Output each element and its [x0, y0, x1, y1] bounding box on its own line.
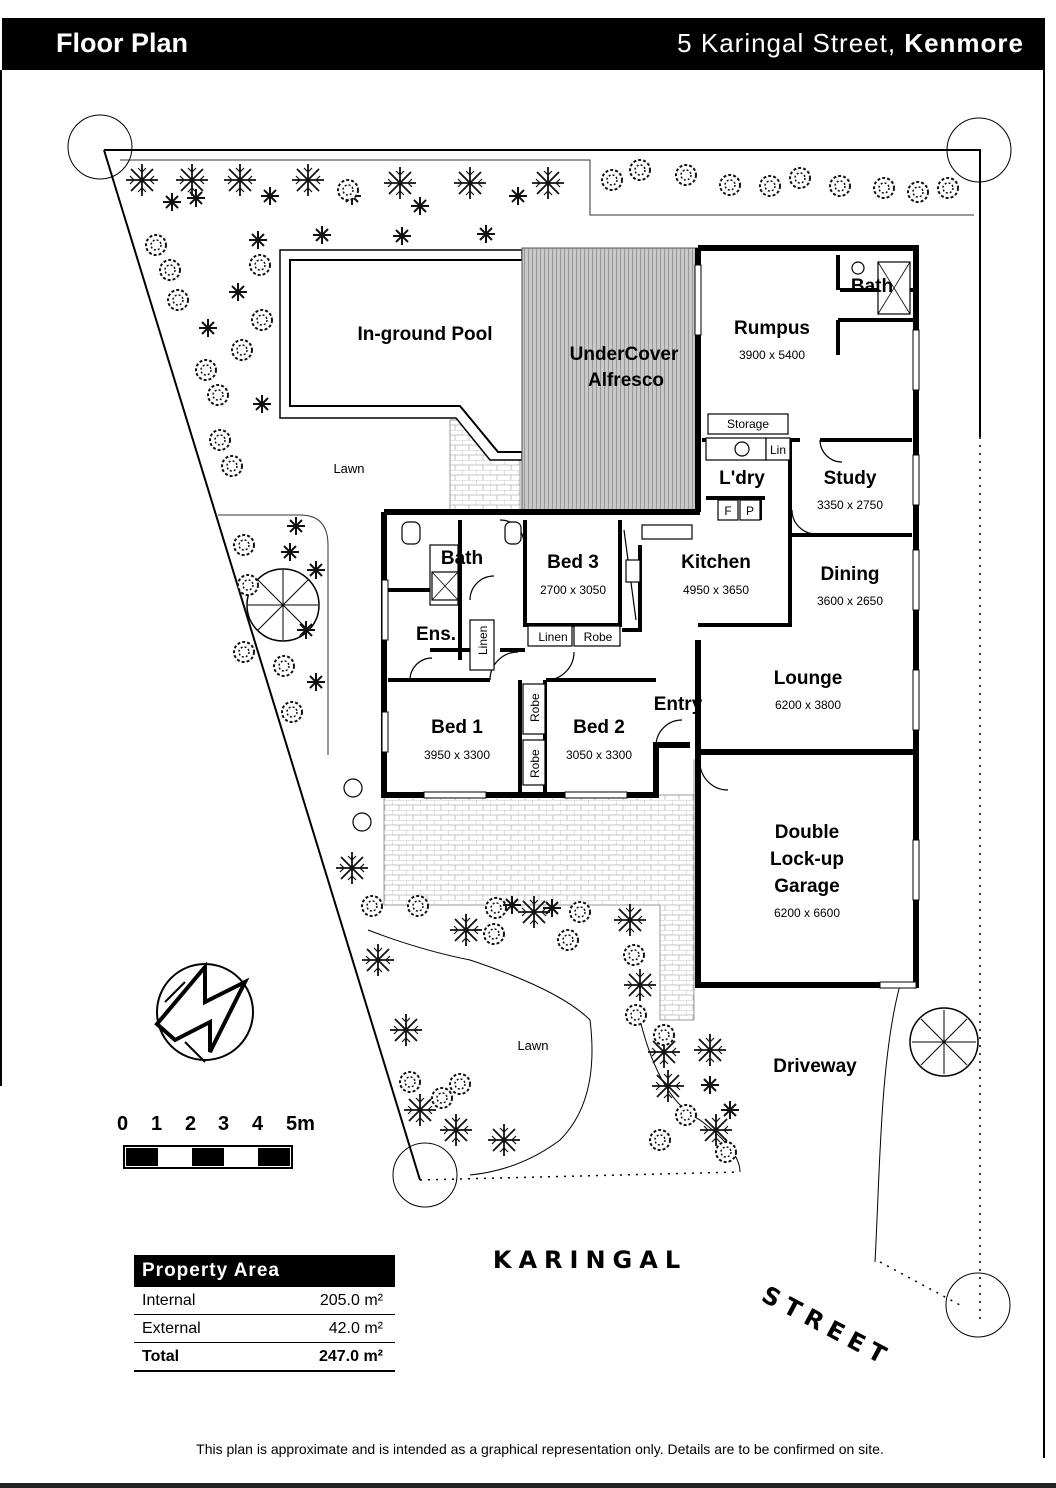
lawn-upper-label: Lawn [333, 461, 364, 476]
property-area-title: Property Area [134, 1255, 395, 1287]
robe-a-label: Robe [528, 693, 542, 722]
scale-label: 4 [252, 1113, 264, 1135]
page-title: Floor Plan [56, 28, 189, 58]
corner-marker [67, 114, 133, 180]
bath-upper-label: Bath [851, 276, 893, 297]
site-boundary [104, 149, 981, 437]
total-label: Total [142, 1348, 180, 1365]
frame-right [1043, 18, 1045, 1458]
study-label: Study [824, 468, 877, 489]
total-value: 247.0 m² [318, 1348, 383, 1365]
property-address: 5 Karingal Street, Kenmore [677, 28, 1024, 59]
landscaping-side [233, 516, 372, 832]
rumpus-label: Rumpus [734, 318, 810, 339]
rumpus-dims: 3900 x 5400 [739, 348, 805, 362]
garden-edge-east [874, 984, 901, 1263]
alfresco-decking [521, 247, 699, 513]
scale-label: 1 [151, 1113, 162, 1135]
street-name: KARINGAL [493, 1246, 687, 1274]
boundary-dotted [419, 437, 981, 1322]
lawn-lower-label: Lawn [517, 1038, 548, 1053]
area-value: 42.0 m² [328, 1320, 383, 1337]
area-value: 205.0 m² [319, 1292, 383, 1309]
bottom-bar [0, 1483, 1056, 1488]
linen-vertical-label: Linen [476, 626, 490, 655]
garden-bed-west [218, 514, 329, 755]
laundry-label: L'dry [719, 468, 765, 489]
dining-label: Dining [820, 564, 879, 585]
robe-b-label: Robe [528, 749, 542, 778]
scale-label: 0 [117, 1113, 128, 1135]
corner-marker [392, 1142, 458, 1208]
property-area-table: Property Area Internal 205.0 m² External… [134, 1255, 395, 1372]
fridge-label: F [724, 504, 731, 518]
scale-bar: 0 1 2 3 4 5m [117, 1113, 315, 1169]
bed3-dims: 2700 x 3050 [540, 583, 606, 597]
fixtures [401, 261, 911, 786]
entry-label: Entry [654, 694, 703, 715]
property-area-row: External 42.0 m² [134, 1315, 395, 1343]
property-area-row: Internal 205.0 m² [134, 1287, 395, 1315]
ensuite-label: Ens. [416, 624, 456, 645]
lounge-label: Lounge [774, 668, 843, 689]
garage-label: Double [775, 822, 839, 843]
landscaping-north [125, 159, 959, 246]
robe-bed3-label: Robe [584, 630, 613, 644]
frame-left [0, 70, 2, 1086]
property-area-total: Total 247.0 m² [134, 1343, 395, 1372]
area-label: External [142, 1320, 201, 1337]
storage-label: Storage [727, 417, 769, 431]
lin-label: Lin [770, 443, 786, 457]
area-label: Internal [142, 1292, 196, 1309]
pantry-label: P [746, 504, 754, 518]
bath-label: Bath [441, 548, 483, 569]
study-dims: 3350 x 2750 [817, 498, 883, 512]
pool-label: In-ground Pool [357, 324, 492, 345]
bed1-label: Bed 1 [431, 717, 483, 738]
dining-dims: 3600 x 2650 [817, 594, 883, 608]
garden-edge-front [367, 929, 593, 1176]
scale-label: 3 [218, 1113, 229, 1135]
north-arrow-icon [154, 961, 254, 1063]
kitchen-label: Kitchen [681, 552, 751, 573]
pool [289, 259, 557, 453]
lounge-dims: 6200 x 3800 [775, 698, 841, 712]
landscaping-west [145, 230, 273, 477]
windows [381, 264, 920, 989]
garage-dims: 6200 x 6600 [774, 906, 840, 920]
driveway-tree [909, 1007, 979, 1077]
corner-marker [946, 117, 1012, 183]
address-suburb: Kenmore [904, 28, 1024, 58]
garage-label: Lock-up [770, 849, 844, 870]
alfresco-label: UnderCover [570, 344, 679, 365]
kitchen-dims: 4950 x 3650 [683, 583, 749, 597]
bed1-dims: 3950 x 3300 [424, 748, 490, 762]
scale-label: 2 [185, 1113, 196, 1135]
linen-label: Linen [538, 630, 567, 644]
site-boundary-west [103, 149, 421, 1181]
paving-front [383, 759, 701, 1021]
driveway-label: Driveway [773, 1056, 857, 1077]
disclaimer-text: This plan is approximate and is intended… [196, 1441, 884, 1457]
bed2-dims: 3050 x 3300 [566, 748, 632, 762]
bed2-label: Bed 2 [573, 717, 625, 738]
garage-label: Garage [774, 876, 839, 897]
bed3-label: Bed 3 [547, 552, 599, 573]
scale-label: 5m [286, 1113, 315, 1135]
garden-bed-north [120, 159, 974, 216]
alfresco-label: Alfresco [588, 370, 664, 391]
corner-marker [945, 1272, 1011, 1338]
header-bar: Floor Plan 5 Karingal Street, Kenmore [2, 18, 1044, 70]
street-type: STREET [757, 1281, 897, 1373]
address-street: 5 Karingal Street, [677, 28, 897, 58]
